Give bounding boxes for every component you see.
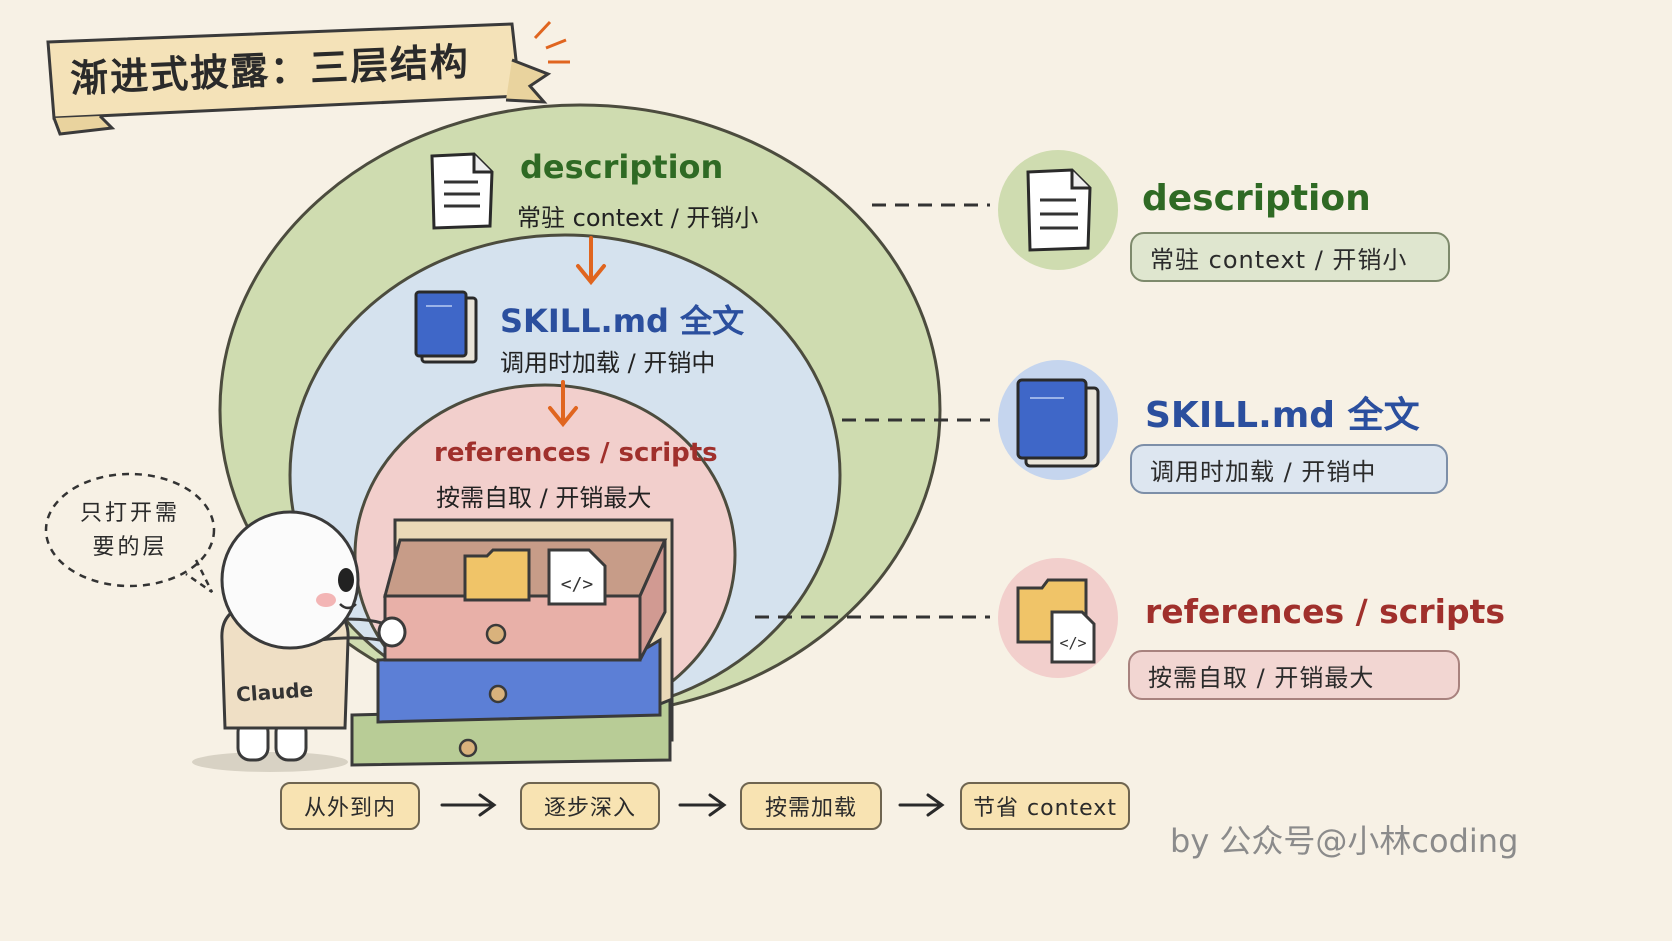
arrow-down-icon (576, 236, 606, 286)
watermark: by 公众号@小林coding (1170, 822, 1519, 860)
document-icon (430, 152, 494, 230)
book-icon (1016, 378, 1100, 468)
middle-layer-title: SKILL.md 全文 (500, 302, 745, 340)
code-file-icon: </> (547, 548, 607, 606)
flow-step-3: 按需加载 (740, 782, 882, 830)
flow-step-2: 逐步深入 (520, 782, 660, 830)
legend-refs-title: references / scripts (1145, 592, 1505, 631)
svg-text:</>: </> (561, 574, 594, 595)
outer-layer-subtitle: 常驻 context / 开销小 (517, 204, 759, 232)
arrow-right-icon (440, 793, 497, 817)
character (192, 510, 407, 772)
arrow-right-icon (678, 793, 727, 817)
speech-bubble (44, 472, 216, 594)
flow-step-1: 从外到内 (280, 782, 420, 830)
legend-refs-tag: 按需自取 / 开销最大 (1128, 650, 1460, 700)
book-icon (414, 290, 478, 364)
legend-skill-tag: 调用时加载 / 开销中 (1130, 444, 1448, 494)
legend-skill-title: SKILL.md 全文 (1145, 395, 1420, 436)
legend-description-title: description (1142, 178, 1371, 219)
speech-bubble-text: 只打开需要的层 (79, 501, 180, 560)
folder-icon (463, 548, 531, 602)
svg-text:</>: </> (1059, 634, 1086, 652)
outer-layer-title: description (520, 148, 724, 186)
inner-layer-subtitle: 按需自取 / 开销最大 (436, 484, 652, 512)
title-banner (46, 20, 570, 136)
middle-layer-subtitle: 调用时加载 / 开销中 (500, 349, 716, 377)
arrow-right-icon (898, 793, 945, 817)
flow-step-4: 节省 context (960, 782, 1130, 830)
document-icon (1026, 168, 1092, 252)
code-file-icon: </> (1050, 610, 1096, 664)
legend-description-tag: 常驻 context / 开销小 (1130, 232, 1450, 282)
inner-layer-title: references / scripts (434, 438, 718, 468)
arrow-down-icon (548, 380, 578, 428)
